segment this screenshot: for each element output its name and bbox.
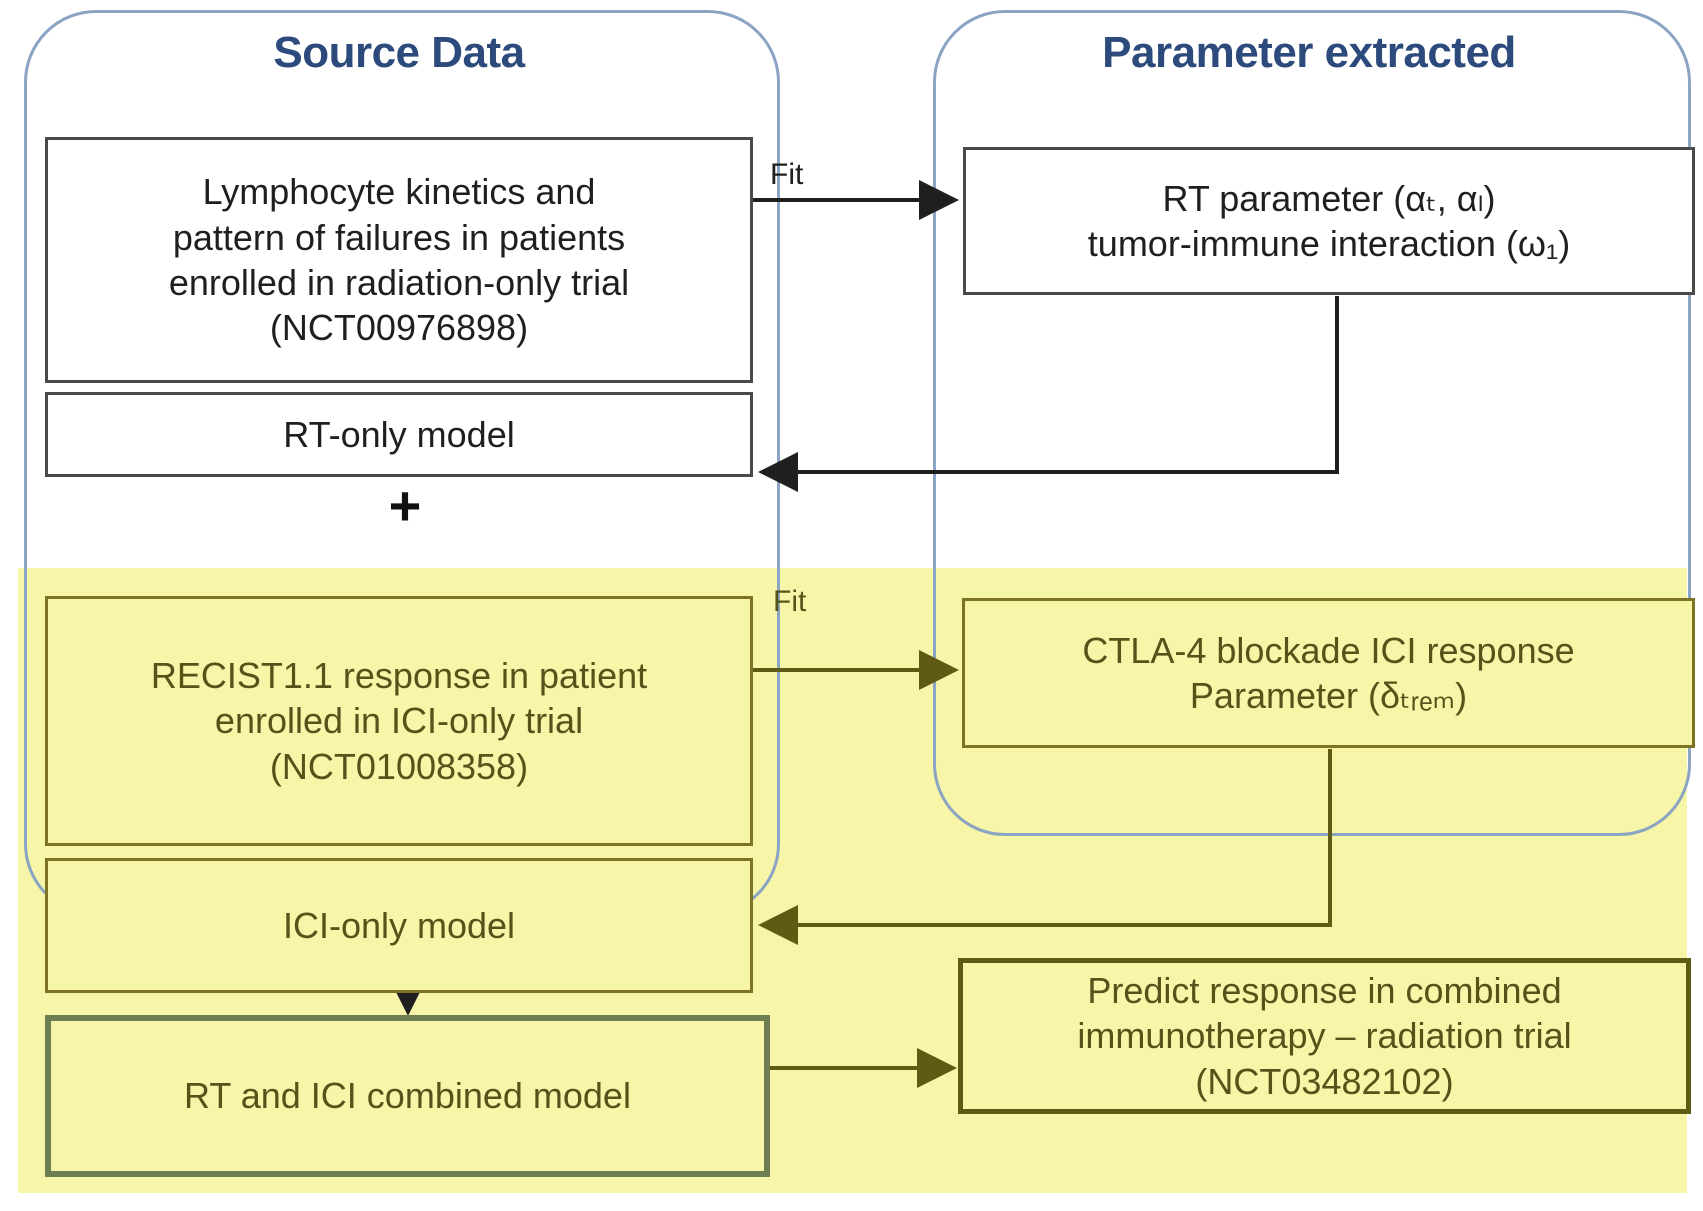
ici-only-model-label: ICI-only model xyxy=(282,904,516,946)
recist-line-2: enrolled in ICI-only trial xyxy=(214,700,584,742)
box-ctla4-parameter[interactable]: CTLA-4 blockade ICI response Parameter (… xyxy=(962,598,1695,748)
predict-line-1: Predict response in combined xyxy=(1087,969,1562,1011)
lymph-line-1: Lymphocyte kinetics and xyxy=(202,171,596,213)
ctla-line-1: CTLA-4 blockade ICI response xyxy=(1082,629,1575,671)
lymph-line-4: (NCT00976898) xyxy=(269,307,529,349)
box-recist-response[interactable]: RECIST1.1 response in patient enrolled i… xyxy=(45,596,753,846)
lymph-line-3: enrolled in radiation-only trial xyxy=(168,262,630,303)
rt-parameter-line-2: tumor-immune interaction (ω₁) xyxy=(1087,223,1571,264)
fit-label-top: Fit xyxy=(770,158,804,191)
recist-line-3: (NCT01008358) xyxy=(269,745,529,787)
box-rt-parameter[interactable]: RT parameter (αₜ, αₗ) tumor-immune inter… xyxy=(963,147,1695,295)
source-data-title: Source Data xyxy=(273,28,525,77)
predict-line-3: (NCT03482102) xyxy=(1195,1060,1454,1102)
rt-only-model-label: RT-only model xyxy=(283,413,515,455)
box-ici-only-model[interactable]: ICI-only model xyxy=(45,858,753,993)
plus-operator: + xyxy=(388,474,422,537)
rt-parameter-line-1: RT parameter (αₜ, αₗ) xyxy=(1162,177,1496,219)
predict-line-2: immunotherapy – radiation trial xyxy=(1077,1015,1572,1057)
parameter-extracted-title: Parameter extracted xyxy=(1102,28,1516,77)
box-predict-response[interactable]: Predict response in combined immunothera… xyxy=(958,958,1691,1114)
ctla-line-2: Parameter (δₜᵣₑₘ) xyxy=(1189,675,1468,716)
fit-label-bottom: Fit xyxy=(773,585,807,618)
box-rt-only-model[interactable]: RT-only model xyxy=(45,392,753,477)
combined-model-label: RT and ICI combined model xyxy=(184,1075,631,1117)
box-combined-model[interactable]: RT and ICI combined model xyxy=(45,1015,770,1177)
recist-line-1: RECIST1.1 response in patient xyxy=(150,654,648,696)
box-lymphocyte-kinetics[interactable]: Lymphocyte kinetics and pattern of failu… xyxy=(45,137,753,383)
lymph-line-2: pattern of failures in patients xyxy=(172,216,626,258)
